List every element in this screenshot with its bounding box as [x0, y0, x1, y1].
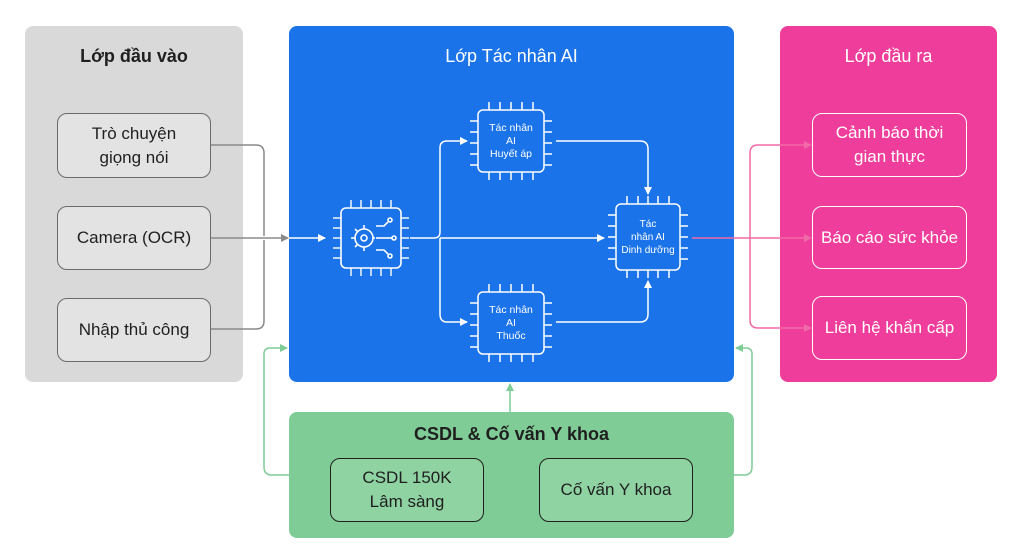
output-layer-title: Lớp đầu ra [844, 46, 933, 66]
realtime-alert-output-box: Cảnh báo thời gian thực [812, 113, 967, 177]
medication-agent-label: Tác nhân AI Thuốc [489, 303, 533, 342]
health-report-output-box: Báo cáo sức khỏe [812, 206, 967, 269]
medical-advisor-box: Cố vấn Y khoa [539, 458, 693, 522]
emergency-contact-output-box: Liên hệ khẩn cấp [812, 296, 967, 360]
blood-pressure-agent-label: Tác nhân AI Huyết áp [489, 121, 533, 160]
input-layer-title: Lớp đầu vào [80, 46, 188, 66]
nutrition-agent-label: Tác nhân AI Dinh dưỡng [621, 218, 675, 256]
agent-layer-title: Lớp Tác nhân AI [445, 46, 578, 66]
manual-input-box: Nhập thủ công [57, 298, 211, 362]
clinical-db-box: CSDL 150K Lâm sàng [330, 458, 484, 522]
voice-chat-input-box: Trò chuyện giọng nói [57, 113, 211, 178]
knowledge-layer-title: CSDL & Cố vấn Y khoa [413, 424, 610, 444]
camera-ocr-input-box: Camera (OCR) [57, 206, 211, 270]
